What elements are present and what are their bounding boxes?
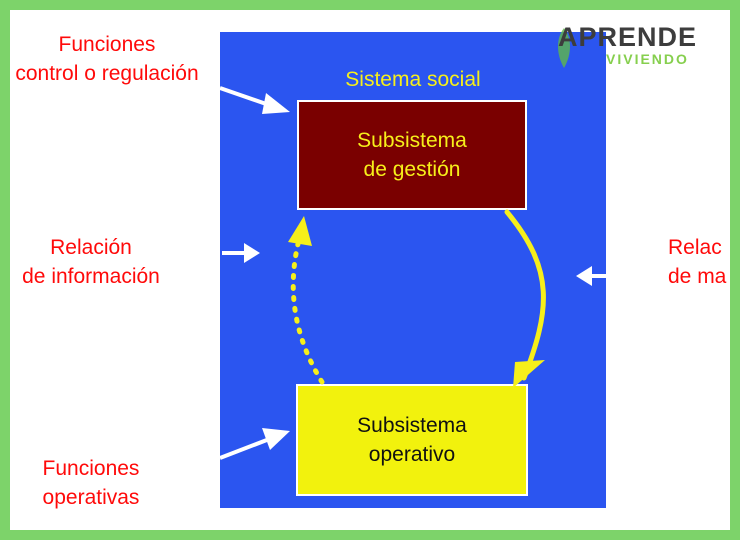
relacion-informacion-line-2: de información xyxy=(22,265,160,288)
funciones-control-label: Funciones control o regulación xyxy=(10,30,204,88)
gestion-to-operativo-arrowhead xyxy=(513,360,545,388)
funciones-control-line-2: control o regulación xyxy=(15,62,199,85)
relacion-materia-line-1: Relac xyxy=(668,236,722,259)
diagram-canvas: Sistema social Subsistema de gestión Sub… xyxy=(10,10,730,530)
logo-main-text: APRENDE xyxy=(558,22,698,52)
subsistema-gestion-line-2: de gestión xyxy=(363,158,461,181)
relacion-materia-label: Relac de ma xyxy=(668,233,726,291)
funciones-control-line-1: Funciones xyxy=(58,33,156,56)
relacion-informacion-label: Relación de información xyxy=(10,233,172,291)
logo-sub-text: VIVIENDO xyxy=(606,51,689,67)
aprende-viviendo-logo: APRENDE VIVIENDO xyxy=(554,22,704,74)
operativas-input-arrow xyxy=(219,428,290,460)
relacion-materia-line-2: de ma xyxy=(668,265,727,288)
funciones-operativas-label: Funciones operativas xyxy=(32,454,150,512)
informacion-input-arrow xyxy=(222,243,260,263)
funciones-operativas-line-2: operativas xyxy=(42,486,140,509)
operativo-to-gestion-dotted-arrow xyxy=(290,233,325,385)
gestion-to-operativo-arrow xyxy=(504,209,546,381)
subsistema-operativo-line-2: operativo xyxy=(368,443,456,466)
sistema-social-title: Sistema social xyxy=(345,68,481,91)
arrows-layer xyxy=(219,86,606,460)
right-input-arrow xyxy=(576,266,606,286)
leaf-icon xyxy=(558,28,570,68)
operativo-to-gestion-arrowhead xyxy=(288,216,312,246)
subsistema-operativo-line-1: Subsistema xyxy=(357,414,467,437)
subsistema-gestion-line-1: Subsistema xyxy=(357,129,467,152)
relacion-informacion-line-1: Relación xyxy=(50,236,132,259)
subsistema-gestion-box: Subsistema de gestión xyxy=(297,100,527,210)
control-input-arrow xyxy=(219,86,290,114)
funciones-operativas-line-1: Funciones xyxy=(42,457,140,480)
subsistema-operativo-box: Subsistema operativo xyxy=(296,384,528,496)
